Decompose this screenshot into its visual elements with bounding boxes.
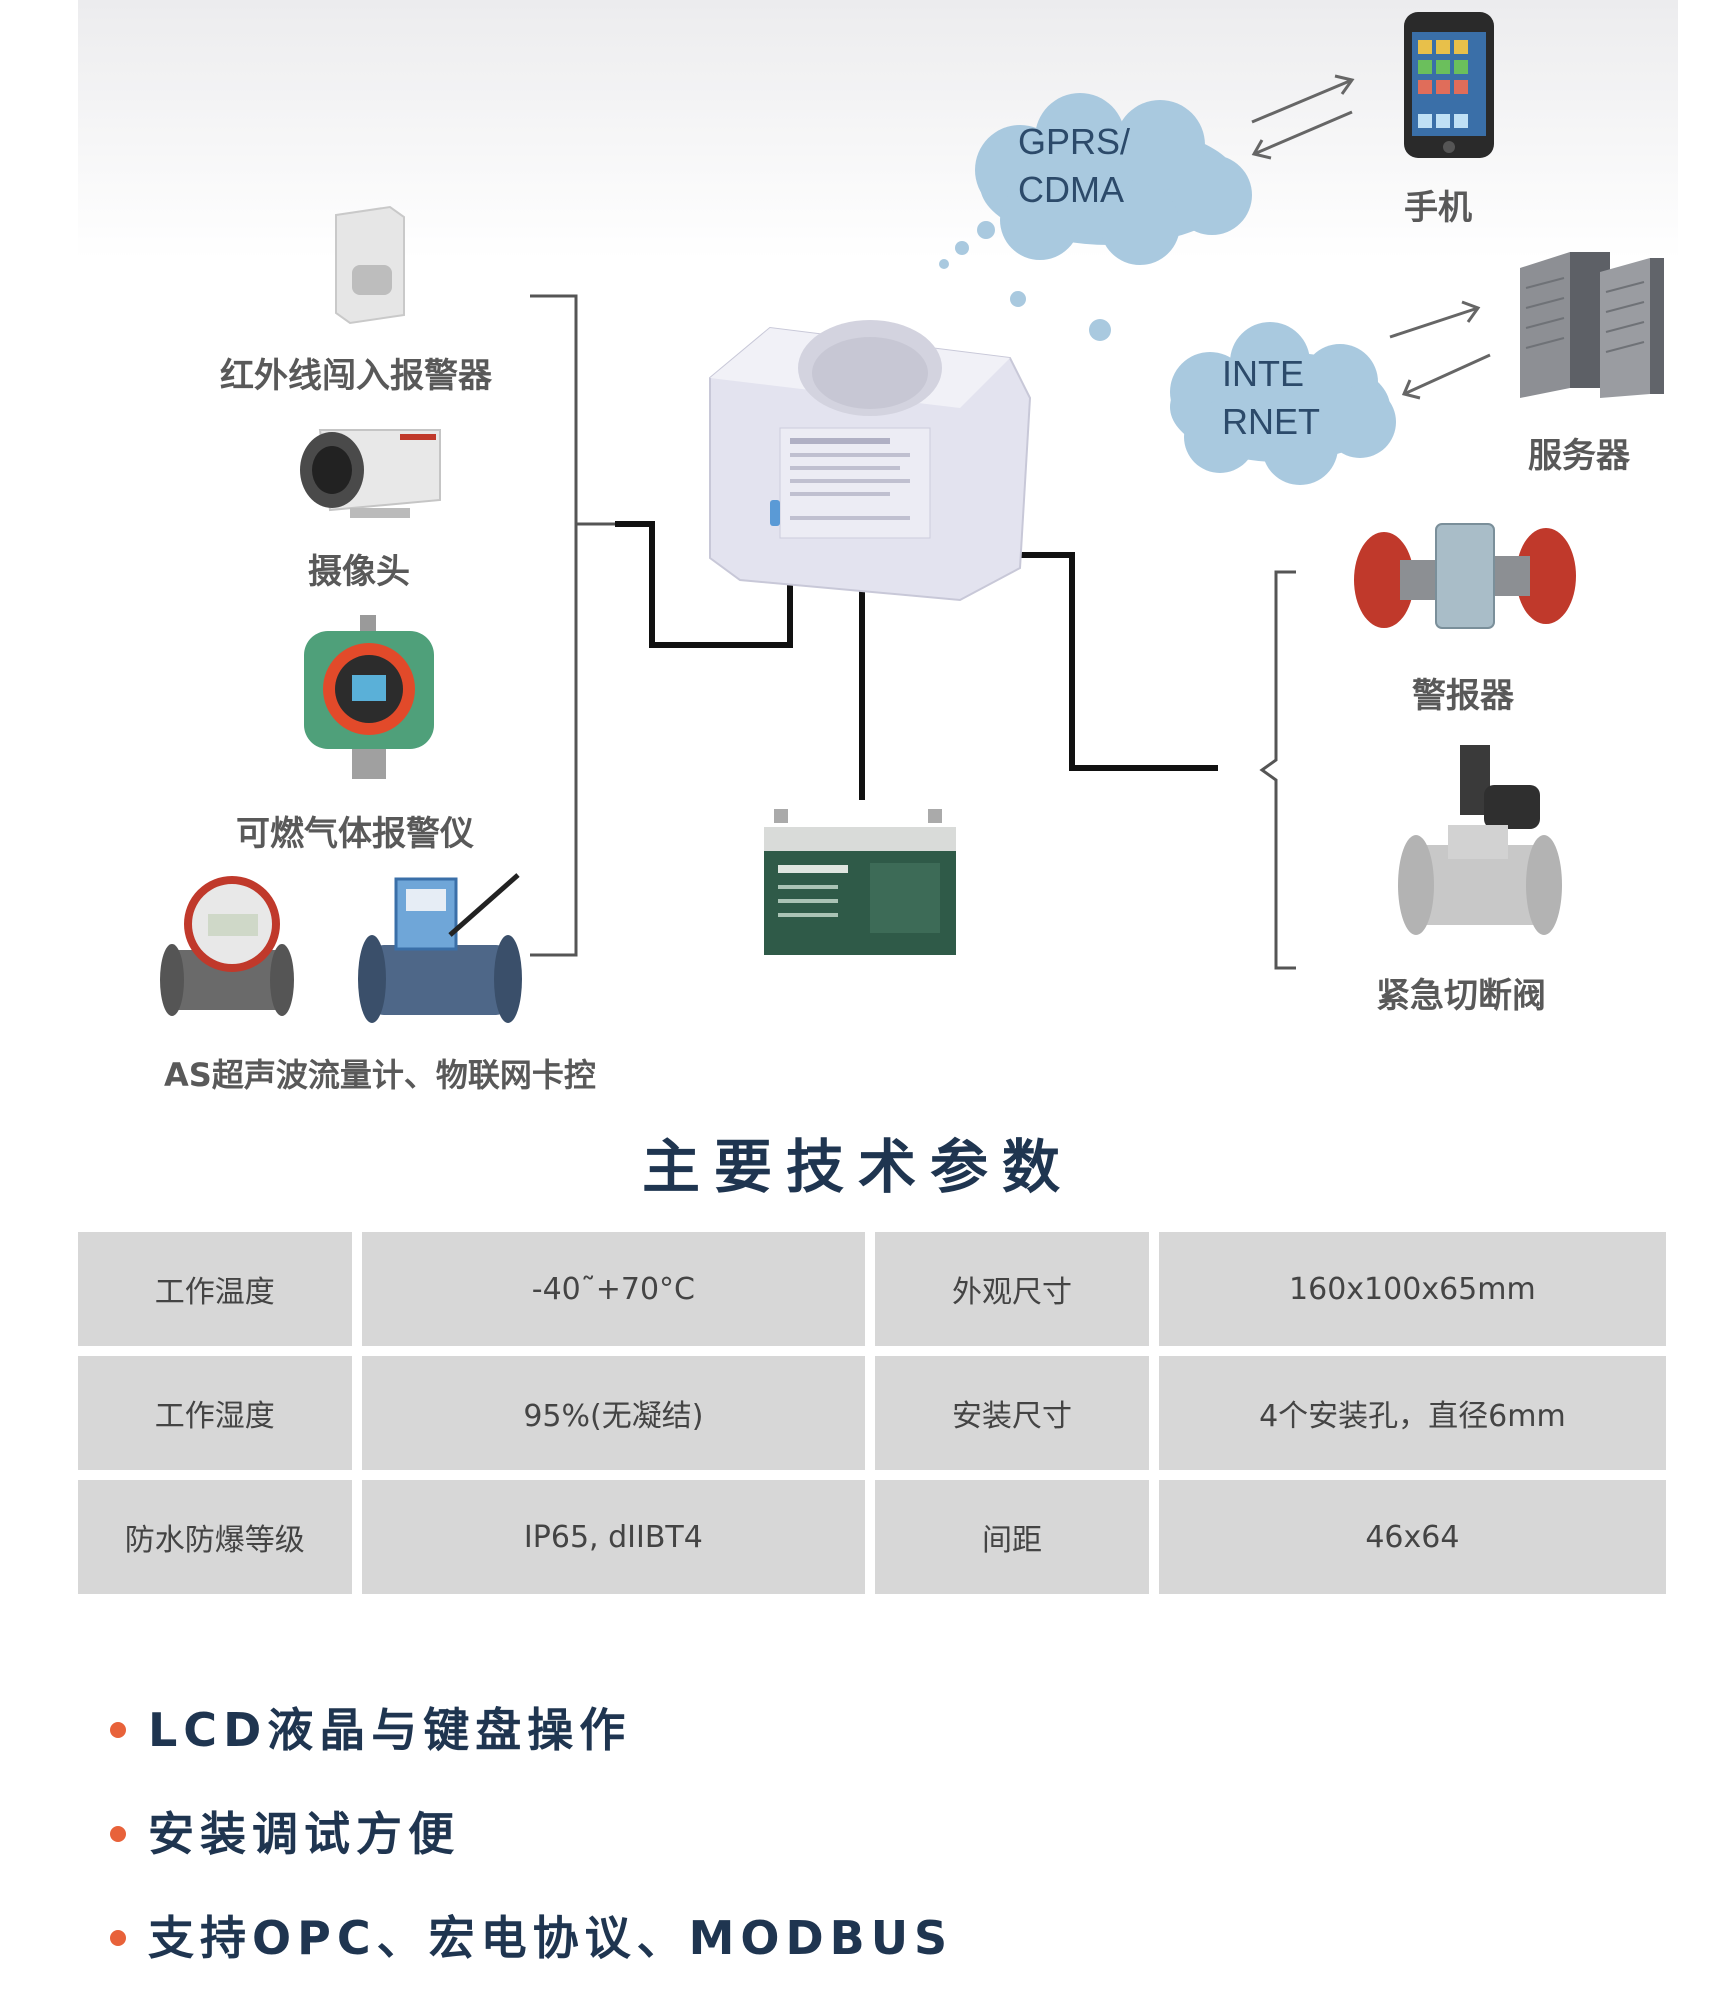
table-row: 工作湿度 95%(无凝结) 安装尺寸 4个安装孔，直径6mm (78, 1356, 1666, 1470)
battery-icon (764, 809, 956, 955)
spec-table: 工作温度 -40˜+70°C 外观尺寸 160x100x65mm 工作湿度 95… (68, 1222, 1676, 1604)
alarm-siren-icon (1354, 523, 1576, 629)
feature-item: 安装调试方便 (110, 1798, 460, 1864)
flowmeter-label: AS超声波流量计、物联网卡控 (164, 1056, 596, 1094)
controller-device (709, 320, 1032, 602)
table-cell: 160x100x65mm (1158, 1232, 1666, 1346)
table-cell: 工作温度 (78, 1232, 352, 1346)
ultrasonic-flowmeter-icon (358, 873, 522, 1023)
gprs-cloud-label: GPRS/ CDMA (1018, 121, 1131, 210)
bullet-dot (110, 1721, 126, 1738)
feature-text: 安装调试方便 (148, 1807, 460, 1861)
connection-lines (530, 74, 1491, 970)
bullet-dot (110, 1929, 126, 1946)
table-cell: 工作湿度 (78, 1356, 352, 1470)
table-row: 防水防爆等级 IP65, dIIBT4 间距 46x64 (78, 1480, 1666, 1594)
camera-label: 摄像头 (308, 552, 410, 592)
table-cell: 防水防爆等级 (78, 1480, 352, 1594)
internet-cloud-label: INTE RNET (1222, 353, 1320, 442)
cloud-bubbles (1010, 291, 1111, 341)
server-icon (1520, 252, 1664, 398)
gas-detector-icon (304, 615, 434, 779)
flowmeter-icon (160, 876, 294, 1016)
feature-text: LCD液晶与键盘操作 (148, 1703, 632, 1757)
feature-item: LCD液晶与键盘操作 (110, 1694, 631, 1760)
feature-item: 支持OPC、宏电协议、MODBUS (110, 1902, 953, 1968)
table-cell: 4个安装孔，直径6mm (1158, 1356, 1666, 1470)
section-title: 主要技术参数 (641, 1133, 1074, 1201)
feature-text: 支持OPC、宏电协议、MODBUS (148, 1911, 954, 1965)
bullet-dot (110, 1825, 126, 1842)
table-cell: 46x64 (1158, 1480, 1666, 1594)
camera-icon (300, 429, 441, 518)
alarm-label: 警报器 (1412, 676, 1514, 716)
emergency-valve-icon (1398, 745, 1562, 935)
server-label: 服务器 (1528, 436, 1630, 476)
table-cell: 安装尺寸 (875, 1356, 1149, 1470)
gas-alarm-label: 可燃气体报警仪 (236, 814, 474, 854)
phone-icon (1404, 12, 1494, 158)
infrared-detector-icon (335, 205, 405, 325)
table-cell: IP65, dIIBT4 (361, 1480, 866, 1594)
phone-label: 手机 (1404, 188, 1472, 228)
table-cell: 95%(无凝结) (361, 1356, 866, 1470)
infrared-alarm-label: 红外线闯入报警器 (220, 356, 492, 396)
gprs-cloud (939, 93, 1252, 269)
table-row: 工作温度 -40˜+70°C 外观尺寸 160x100x65mm (78, 1232, 1666, 1346)
table-cell: 间距 (875, 1480, 1149, 1594)
internet-cloud (1170, 322, 1396, 485)
valve-label: 紧急切断阀 (1376, 976, 1546, 1016)
table-cell: 外观尺寸 (875, 1232, 1149, 1346)
table-cell: -40˜+70°C (361, 1232, 866, 1346)
